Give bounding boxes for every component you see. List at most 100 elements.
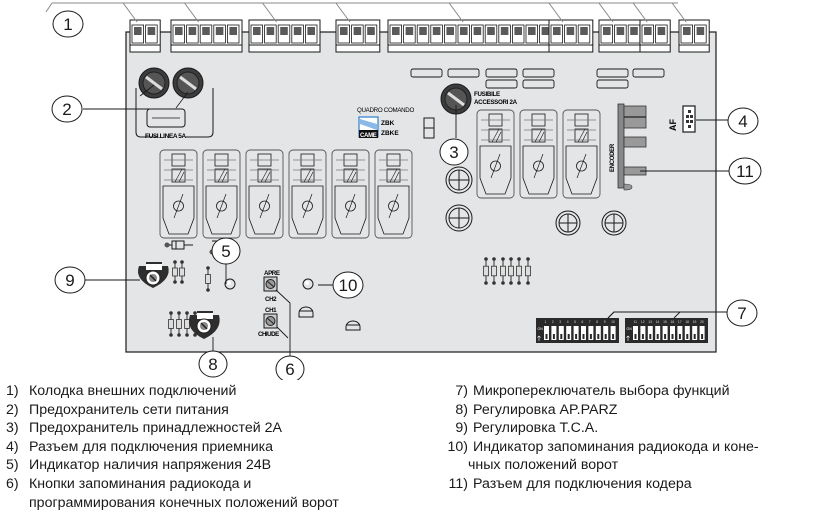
terminal-block[interactable] xyxy=(387,19,555,53)
terminal-block[interactable] xyxy=(335,19,381,53)
legend-item: 1)Колодка внешних подключений xyxy=(6,382,339,401)
dip-switch[interactable] xyxy=(566,326,572,340)
encoder-label: ENCODER xyxy=(610,143,616,172)
dip-switch[interactable] xyxy=(551,326,557,340)
dip-switch[interactable] xyxy=(558,326,564,340)
legend-number: 7) xyxy=(455,383,468,399)
callout-number: 9 xyxy=(65,271,74,290)
dip-switch[interactable] xyxy=(692,326,698,340)
legend-number: 4) xyxy=(6,438,19,455)
dip-switch[interactable] xyxy=(610,326,616,340)
dip-switch[interactable] xyxy=(647,326,653,340)
dip-switch[interactable] xyxy=(699,326,705,340)
dip-switch[interactable] xyxy=(573,326,579,340)
legend-number: 6) xyxy=(6,475,19,492)
callout-8: 8 xyxy=(198,350,228,378)
slot xyxy=(596,68,629,78)
legend-number: 3) xyxy=(6,420,19,437)
terminal-block[interactable] xyxy=(598,19,644,53)
resistor xyxy=(168,311,174,337)
dip-switch-number: 14 xyxy=(656,320,660,324)
dip-switch[interactable] xyxy=(662,326,668,340)
mounting-hole xyxy=(555,210,581,236)
relay xyxy=(245,149,284,239)
dip-switch[interactable] xyxy=(640,326,646,340)
legend-right: 7) Микропереключатель выбора функций 8)Рег… xyxy=(440,382,759,494)
legend-text: Разъем для подключения кодера xyxy=(473,475,692,492)
dip-switch-number: 20 xyxy=(700,320,704,324)
legend-number: 11) xyxy=(448,475,468,492)
legend-text-continued: чных положений ворот xyxy=(468,457,619,474)
terminal-block[interactable] xyxy=(678,19,710,53)
dip-switch[interactable] xyxy=(670,326,675,340)
legend-text-continued: программирования конечных положений воро… xyxy=(29,494,339,511)
dip-switch[interactable] xyxy=(544,326,549,340)
callout-4: 4 xyxy=(727,107,759,135)
relay xyxy=(202,149,241,239)
relay xyxy=(519,109,558,199)
dip-switch[interactable] xyxy=(603,326,609,340)
dip-switch[interactable] xyxy=(655,326,661,340)
resistor xyxy=(500,257,506,285)
legend-text: Кнопки запоминания радиокода и xyxy=(29,475,252,492)
dip-on-label: ON xyxy=(627,327,633,331)
callout-1-leaders xyxy=(45,2,687,23)
legend-text: Предохранитель сети питания xyxy=(29,401,229,418)
legend-text: Индикатор запоминания радиокода и коне- xyxy=(473,438,759,455)
callout-number: 4 xyxy=(738,112,747,131)
dip-switch[interactable] xyxy=(595,326,601,340)
dip-switch-number: 10 xyxy=(611,320,615,324)
resistor xyxy=(205,266,211,292)
dip-switch-number: 15 xyxy=(663,320,667,324)
callout-9: 9 xyxy=(54,266,86,294)
mounting-hole xyxy=(445,166,473,194)
legend-item: 10) Индикатор запоминания радиокода и кон… xyxy=(440,438,759,457)
slot xyxy=(485,68,518,78)
legend-item: 9)Регулировка T.C.A. xyxy=(440,419,759,438)
terminal-block[interactable] xyxy=(248,19,321,53)
dip-switch-number: 5 xyxy=(574,320,576,324)
button-ch2-label: CH2 xyxy=(265,296,277,303)
dip-switch[interactable] xyxy=(684,326,690,340)
dip-switch[interactable] xyxy=(588,326,594,340)
legend-text: Микропереключатель выбора функций xyxy=(473,383,730,399)
tca-trimmer xyxy=(137,262,169,288)
button-ch1-chiude[interactable]: CH1 CHIUDE xyxy=(258,307,280,338)
dip-switch-number: 8 xyxy=(596,320,598,324)
slot xyxy=(410,68,443,78)
legend-item: 2)Предохранитель сети питания xyxy=(6,401,339,420)
callout-6: 6 xyxy=(275,355,305,380)
slot xyxy=(596,79,629,89)
callout-1: 1 xyxy=(52,10,84,38)
relay xyxy=(562,109,601,199)
legend-item: 3)Предохранитель принадлежностей 2А xyxy=(6,419,339,438)
dip-switch-number: 17 xyxy=(678,320,682,324)
dip-switch-number: 2 xyxy=(552,320,554,324)
dip-switch[interactable] xyxy=(633,326,638,340)
came-logo-block: QUADRO COMANDO CAME ZBK ZBKE xyxy=(357,107,435,139)
button-apre-ch2[interactable]: APRE CH2 xyxy=(263,270,280,303)
fuse-line-label: FUSI.LINEA 5A xyxy=(145,133,186,140)
callout-5: 5 xyxy=(211,237,241,265)
dip-switch[interactable] xyxy=(581,326,586,340)
dip-switch[interactable] xyxy=(677,326,683,340)
resistor xyxy=(491,257,497,285)
legend-item: 11) Разъем для подключения кодера xyxy=(440,475,759,494)
legend-text: Регулировка AP.PARZ xyxy=(473,401,618,418)
terminal-block[interactable] xyxy=(170,19,243,53)
terminal-block[interactable] xyxy=(548,19,594,53)
terminal-block[interactable] xyxy=(639,19,671,53)
dip-switch-number: 16 xyxy=(671,320,675,324)
terminal-block[interactable] xyxy=(129,19,161,53)
legend-number: 1) xyxy=(6,383,19,399)
legend-item: 8)Регулировка AP.PARZ xyxy=(440,401,759,420)
legend-item: 7) Микропереключатель выбора функций xyxy=(440,382,759,401)
relay xyxy=(288,149,327,239)
legend-number: 10) xyxy=(447,438,468,455)
dip-switch-number: 12 xyxy=(641,320,645,324)
led-programming xyxy=(302,278,314,290)
